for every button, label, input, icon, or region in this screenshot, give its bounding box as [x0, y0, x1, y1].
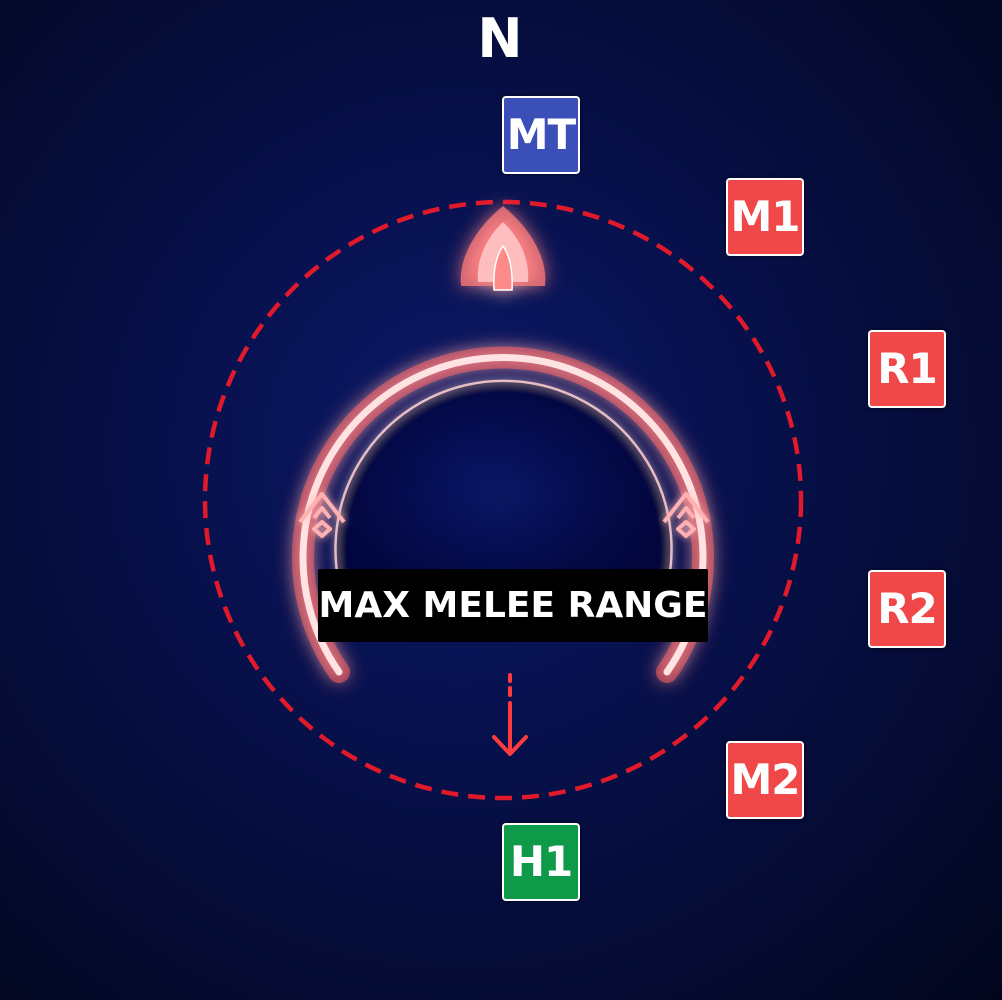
marker-r1: R1 — [868, 330, 946, 408]
marker-m1: M1 — [726, 178, 804, 256]
max-melee-ring — [202, 199, 804, 801]
max-melee-range-label: MAX MELEE RANGE — [318, 569, 708, 642]
marker-m2: M2 — [726, 741, 804, 819]
down-arrow-icon — [492, 673, 528, 756]
left-flank-icon — [298, 492, 346, 538]
marker-mt: MT — [502, 96, 580, 174]
boss-front-marker — [460, 206, 546, 291]
compass-north: N — [477, 7, 523, 70]
marker-r2: R2 — [868, 570, 946, 648]
right-flank-icon — [662, 492, 710, 538]
boss-hitbox — [292, 346, 714, 683]
marker-h1: H1 — [502, 823, 580, 901]
boss-inner-ring — [334, 379, 673, 611]
